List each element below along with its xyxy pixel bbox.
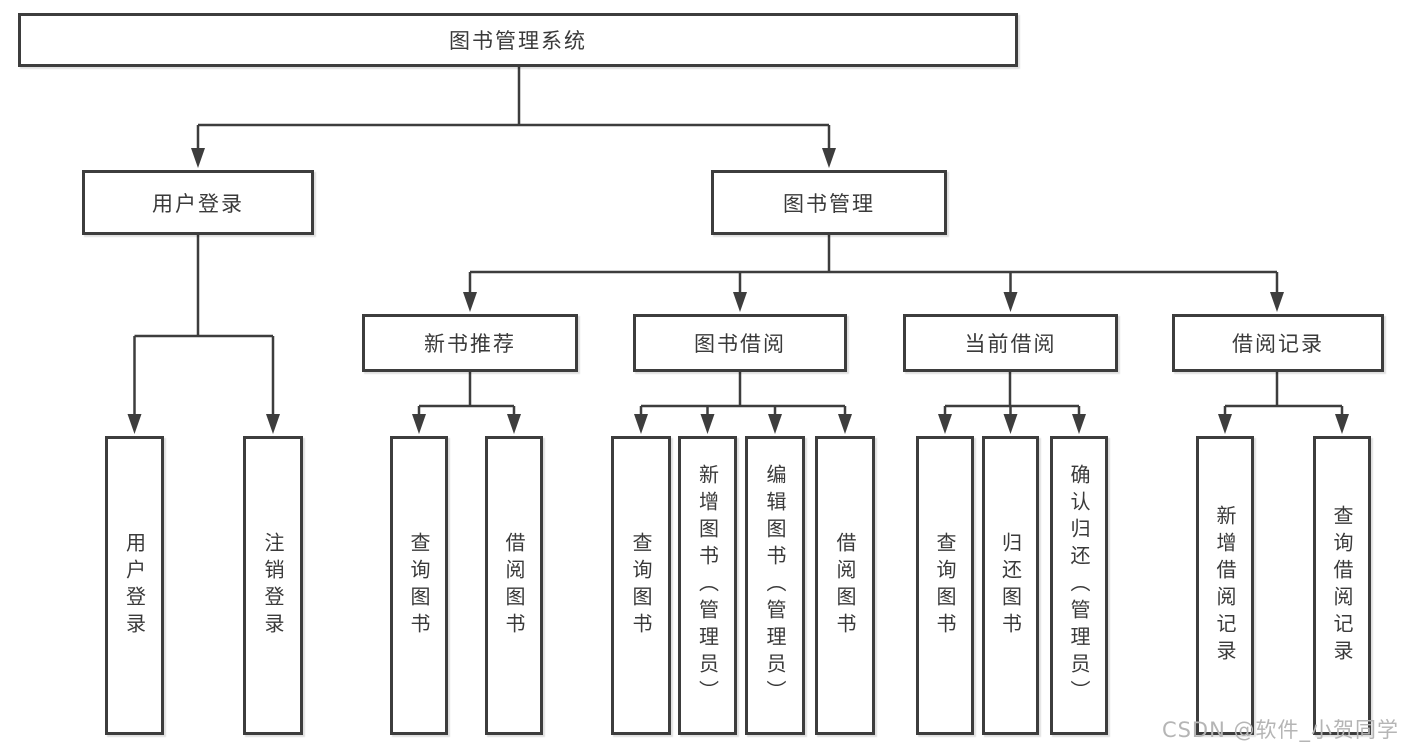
node-book-management: 图书管理 (711, 170, 947, 235)
leaf-return-books-label: 归还图书 (998, 531, 1023, 640)
node-borrow-records-label: 借阅记录 (1232, 332, 1324, 356)
leaf-logout-label: 注销登录 (261, 531, 285, 640)
leaf-confirm-return-admin-label: 确认归还（管理员） (1067, 464, 1091, 707)
leaf-borrow-books-recommend: 借阅图书 (485, 436, 543, 735)
leaf-borrow-books-recommend-label: 借阅图书 (502, 531, 526, 640)
leaf-add-book-admin-label: 新增图书（管理员） (695, 464, 720, 707)
node-book-management-label: 图书管理 (783, 191, 875, 216)
leaf-user-login-label: 用户登录 (122, 531, 147, 640)
leaf-return-books: 归还图书 (982, 436, 1039, 735)
leaf-add-book-admin: 新增图书（管理员） (678, 436, 737, 735)
leaf-edit-book-admin-label: 编辑图书（管理员） (763, 464, 787, 707)
node-current-borrow-label: 当前借阅 (964, 332, 1057, 356)
leaf-query-books-current-label: 查询图书 (933, 531, 957, 640)
leaf-add-borrow-record-label: 新增借阅记录 (1213, 504, 1237, 667)
node-new-book-recommend-label: 新书推荐 (424, 332, 516, 356)
node-root: 图书管理系统 (18, 13, 1018, 67)
node-borrow-records: 借阅记录 (1172, 314, 1384, 372)
leaf-query-books-current: 查询图书 (916, 436, 974, 735)
leaf-add-borrow-record: 新增借阅记录 (1196, 436, 1254, 735)
node-root-label: 图书管理系统 (449, 29, 587, 53)
leaf-logout: 注销登录 (243, 436, 303, 735)
leaf-borrow-books: 借阅图书 (815, 436, 875, 735)
leaf-confirm-return-admin: 确认归还（管理员） (1050, 436, 1108, 735)
arrowheads (127, 148, 1349, 434)
leaf-borrow-books-label: 借阅图书 (833, 531, 857, 640)
watermark: CSDN @软件_小贺同学 (1161, 718, 1399, 742)
leaf-query-books-borrow: 查询图书 (611, 436, 671, 735)
leaf-query-books-recommend-label: 查询图书 (407, 531, 431, 640)
leaf-query-books-recommend: 查询图书 (390, 436, 448, 735)
node-book-borrow: 图书借阅 (633, 314, 847, 372)
leaf-edit-book-admin: 编辑图书（管理员） (745, 436, 805, 735)
node-user-login-label: 用户登录 (152, 191, 244, 216)
node-book-borrow-label: 图书借阅 (694, 332, 786, 356)
leaf-query-books-borrow-label: 查询图书 (629, 531, 653, 640)
leaf-query-borrow-record-label: 查询借阅记录 (1330, 504, 1354, 667)
node-new-book-recommend: 新书推荐 (362, 314, 578, 372)
node-current-borrow: 当前借阅 (903, 314, 1118, 372)
leaf-user-login: 用户登录 (105, 436, 164, 735)
node-user-login: 用户登录 (82, 170, 314, 235)
leaf-query-borrow-record: 查询借阅记录 (1313, 436, 1371, 735)
